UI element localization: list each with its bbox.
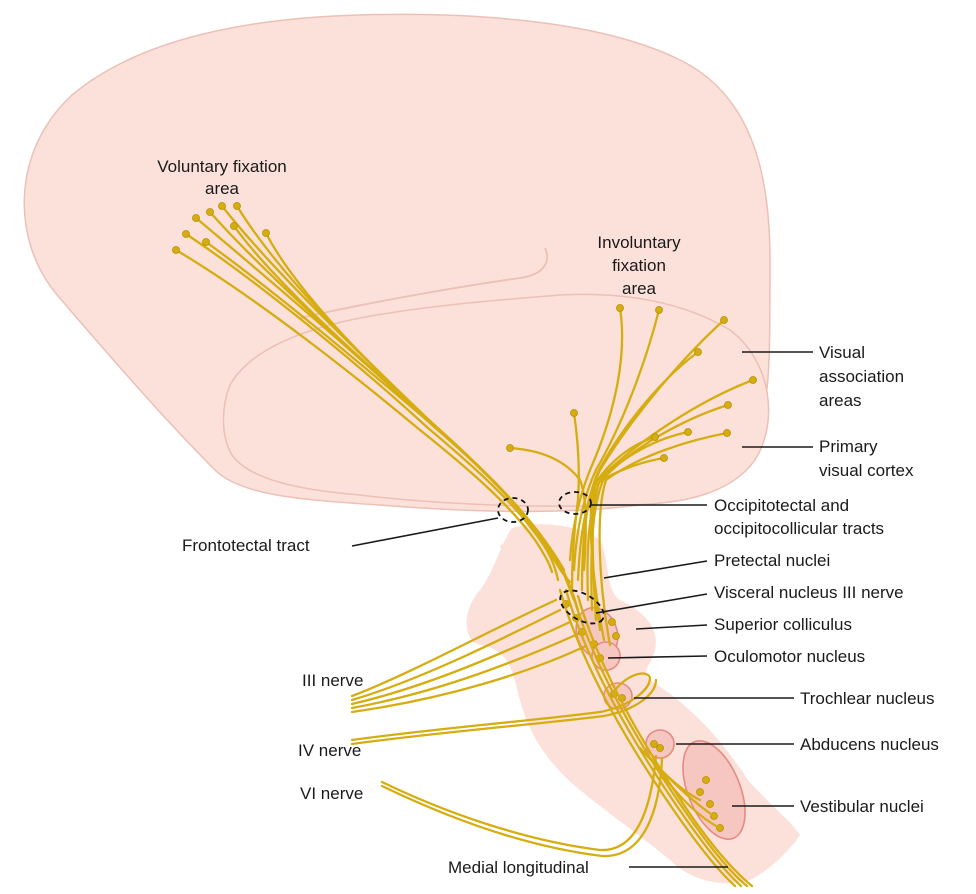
occipitotectal-label-2: occipitocollicular tracts xyxy=(714,519,884,538)
frontotectal-tract-label: Frontotectal tract xyxy=(182,536,310,555)
occipitotectal-ring xyxy=(558,491,592,515)
superior-colliculus-label: Superior colliculus xyxy=(714,615,852,634)
frontotectal-fibers xyxy=(174,204,580,612)
vestibular-nuclei-label: Vestibular nuclei xyxy=(800,797,924,816)
visual-association-label-3: areas xyxy=(819,391,862,410)
involuntary-fixation-label-3: area xyxy=(622,279,657,298)
vi-nerve-label: VI nerve xyxy=(300,784,363,803)
voluntary-fixation-label-1: Voluntary fixation xyxy=(157,157,286,176)
oculomotor-nucleus-label: Oculomotor nucleus xyxy=(714,647,865,666)
trochlear-nucleus-label: Trochlear nucleus xyxy=(800,689,935,708)
occipitotectal-label-1: Occipitotectal and xyxy=(714,496,849,515)
leader-lines xyxy=(351,351,813,868)
visceral-nucleus-ring xyxy=(559,589,605,625)
vi-nerve-fiber xyxy=(380,754,658,852)
occipitotectal-fibers xyxy=(508,306,755,647)
visual-association-label-1: Visual xyxy=(819,343,865,362)
visceral-nucleus-label: Visceral nucleus III nerve xyxy=(714,583,904,602)
lateral-sulcus xyxy=(299,247,549,319)
brainstem xyxy=(466,524,800,884)
primary-visual-label-1: Primary xyxy=(819,437,878,456)
voluntary-fixation-label-2: area xyxy=(205,179,240,198)
iii-nerve-fibers xyxy=(350,598,588,714)
iv-nerve-label: IV nerve xyxy=(298,741,361,760)
medial-longitudinal-label: Medial longitudinal xyxy=(448,858,589,877)
primary-visual-label-2: visual cortex xyxy=(819,461,914,480)
involuntary-fixation-label-2: fixation xyxy=(612,256,666,275)
pretectal-nuclei-label: Pretectal nuclei xyxy=(714,551,830,570)
frontotectal-fiber-dots xyxy=(172,202,270,254)
abducens-nucleus-label: Abducens nucleus xyxy=(800,735,939,754)
medial-longitudinal-fibers xyxy=(558,588,754,888)
iv-nerve-fiber xyxy=(350,672,652,742)
involuntary-fixation-label-1: Involuntary xyxy=(597,233,681,252)
occipitotectal-fiber-dots xyxy=(506,304,757,462)
vi-nerve-fiber-2 xyxy=(380,756,664,858)
frontotectal-ring xyxy=(497,497,529,523)
visual-association-label-2: association xyxy=(819,367,904,386)
iii-nerve-label: III nerve xyxy=(302,671,363,690)
